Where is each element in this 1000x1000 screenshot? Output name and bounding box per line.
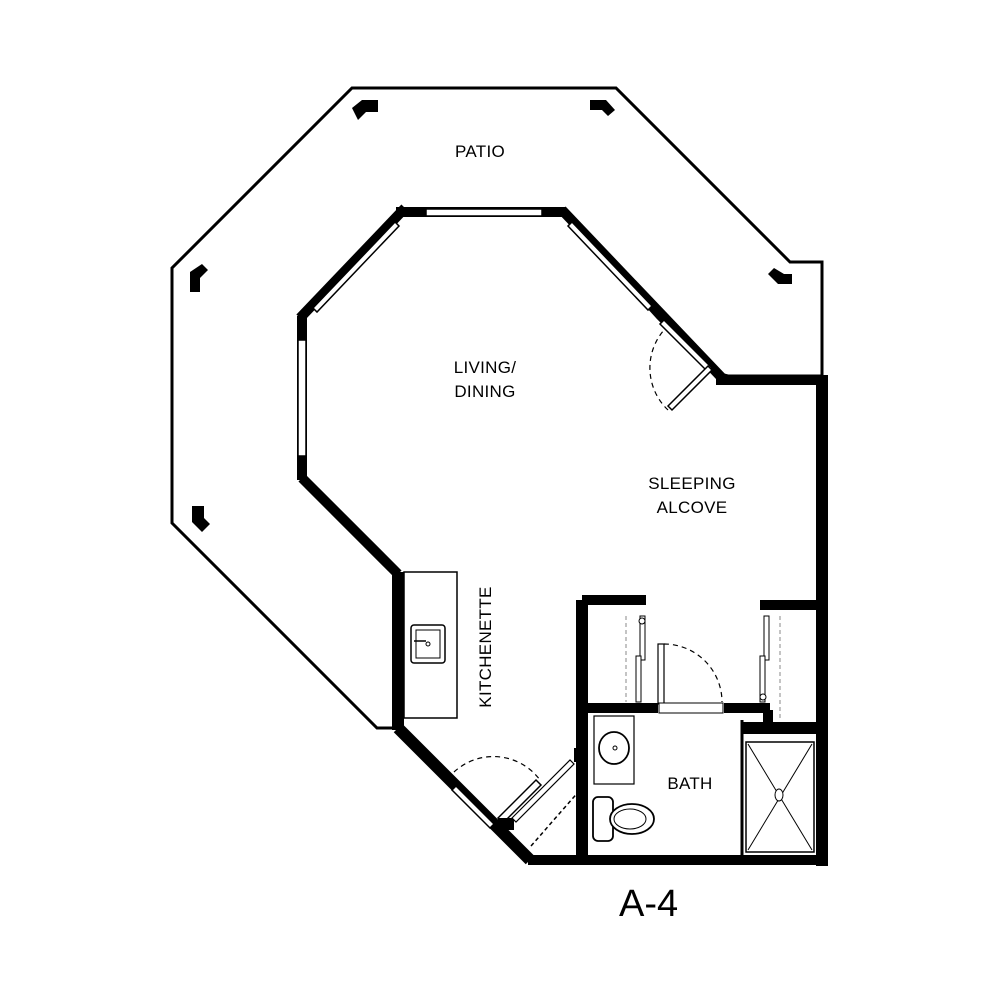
room-label-sleeping-alcove: SLEEPING ALCOVE [632,472,752,520]
room-label-bath: BATH [667,774,713,793]
entry-closet-door[interactable] [511,748,582,847]
living-label-line2: DINING [454,382,516,401]
kitchen-sink-icon [410,624,446,664]
window-upper-right [566,220,654,312]
room-label-kitchenette: KITCHENETTE [476,586,495,708]
bath-sink-icon [593,715,635,785]
entry-door[interactable] [453,755,543,830]
living-label-line1: LIVING/ [453,358,517,377]
window-left [297,339,307,457]
patio-column-icon [590,100,615,116]
interior-walls [576,595,822,860]
patio-column-icon [352,100,378,120]
patio-column-icon [192,506,210,532]
room-label-living-dining: LIVING/ DINING [425,356,545,404]
shower-icon [745,741,815,853]
closet-left[interactable] [625,615,646,703]
window-lower-left [450,784,496,830]
room-label-patio: PATIO [455,142,505,161]
patio-door[interactable] [649,329,714,412]
toilet-icon [592,796,655,842]
patio-column-icon [768,268,792,284]
window-upper-left [311,220,401,314]
sleeping-label-line1: SLEEPING [648,474,736,493]
unit-title: A-4 [619,883,679,925]
closet-right[interactable] [759,615,781,718]
windows [297,208,714,830]
window-top [425,208,543,217]
patio-column-icon [190,264,208,292]
sleeping-label-line2: ALCOVE [656,498,728,517]
bath-door[interactable] [657,643,724,714]
window-door-right [658,318,714,374]
